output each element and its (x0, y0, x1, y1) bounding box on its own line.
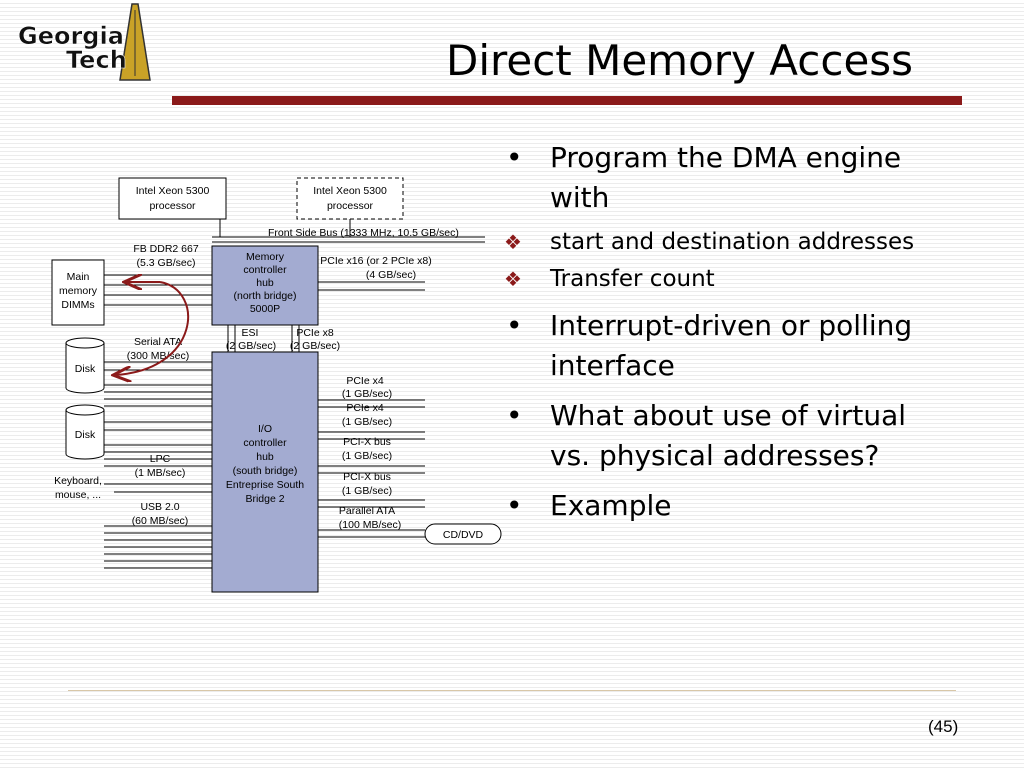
ioh-line6: Bridge 2 (245, 493, 284, 505)
bullet-marker: • (506, 141, 523, 174)
dma-transfer-arrow (115, 281, 190, 375)
georgia-tech-logo: Georgia Tech (18, 3, 151, 81)
bullet-2: • Interrupt-driven or polling interface (500, 306, 920, 386)
diamond-bullet-icon: ❖ (504, 267, 522, 291)
pata-line2: (100 MB/sec) (339, 519, 401, 531)
cpu1-line2: processor (149, 200, 196, 212)
cpu-box-1 (118, 177, 227, 220)
cpu1-line1: Intel Xeon 5300 (136, 185, 210, 197)
cddvd-label: CD/DVD (443, 529, 484, 541)
dimms-box (51, 259, 105, 326)
pcie8-line1: PCIe x8 (296, 327, 334, 339)
bullet-1: • Program the DMA engine with (500, 138, 920, 218)
disk2-label: Disk (75, 429, 96, 441)
mch-line2: controller (243, 264, 287, 276)
sata-line2: (300 MB/sec) (127, 350, 189, 362)
ioh-line2: controller (243, 437, 287, 449)
bullet-2-text: Interrupt-driven or polling interface (550, 309, 913, 382)
cpu2-line1: Intel Xeon 5300 (313, 185, 387, 197)
footer-divider (68, 690, 956, 691)
dimms-line2: memory (59, 285, 98, 297)
pcie4a-line1: PCIe x4 (346, 375, 384, 387)
sata-line1: Serial ATA (134, 336, 182, 348)
diamond-bullet-icon: ❖ (504, 230, 522, 254)
ioh-box (211, 351, 319, 593)
sub-bullet-2-text: Transfer count (550, 266, 715, 292)
sub-bullet-1-text: start and destination addresses (550, 229, 915, 255)
bullet-marker: • (506, 399, 523, 432)
usb-line2: (60 MB/sec) (132, 515, 189, 527)
bullet-1-text: Program the DMA engine with (550, 141, 902, 214)
mch-line3: hub (256, 277, 274, 289)
ioh-line4: (south bridge) (233, 465, 298, 477)
disk-icon-1 (65, 337, 105, 394)
lpc-line2: (1 MB/sec) (135, 467, 186, 479)
sub-bullet-1: ❖ start and destination addresses (450, 226, 920, 259)
fbddr-line1: FB DDR2 667 (133, 243, 199, 255)
cddvd-box (424, 523, 502, 545)
bullet-marker: • (506, 489, 523, 522)
pcie8-line2: (2 GB/sec) (290, 340, 340, 352)
pcie4b-line1: PCIe x4 (346, 402, 384, 414)
dimms-line1: Main (67, 271, 90, 283)
logo-line1: Georgia (18, 22, 124, 50)
pcix2-line2: (1 GB/sec) (342, 485, 392, 497)
esi-line2: (2 GB/sec) (226, 340, 276, 352)
pcie16-line1: PCIe x16 (or 2 PCIe x8) (320, 255, 431, 267)
disk1-label: Disk (75, 363, 96, 375)
slide-title: Direct Memory Access (446, 36, 914, 85)
lpc-line1: LPC (150, 453, 171, 465)
fsb-label: Front Side Bus (1333 MHz, 10.5 GB/sec) (268, 227, 459, 239)
mch-box (211, 245, 319, 326)
disk-icon-2 (65, 404, 105, 460)
bullet-3-text: What about use of virtual vs. physical a… (550, 399, 907, 472)
ioh-line5: Entreprise South (226, 479, 304, 491)
pata-line1: Parallel ATA (339, 505, 395, 517)
kbd-line2: mouse, ... (55, 489, 101, 501)
bullet-4-text: Example (550, 489, 672, 522)
mch-line4: (north bridge) (233, 290, 296, 302)
bullet-4: • Example (500, 486, 920, 526)
chipset-diagram: Intel Xeon 5300 processor Intel Xeon 530… (51, 177, 502, 593)
pcix1-line2: (1 GB/sec) (342, 450, 392, 462)
logo-line2: Tech (66, 46, 127, 74)
pcix2-line1: PCI-X bus (343, 471, 391, 483)
mch-line1: Memory (246, 251, 285, 263)
title-underline (172, 96, 962, 105)
cpu2-line2: processor (327, 200, 374, 212)
kbd-line1: Keyboard, (54, 475, 102, 487)
cpu-box-2 (296, 177, 404, 220)
bullet-3: • What about use of virtual vs. physical… (500, 396, 920, 476)
esi-line1: ESI (242, 327, 259, 339)
pcie4b-line2: (1 GB/sec) (342, 416, 392, 428)
page-number: (45) (928, 717, 959, 736)
bullet-1-sublist: ❖ start and destination addresses ❖ Tran… (500, 226, 920, 296)
pcie4a-line2: (1 GB/sec) (342, 388, 392, 400)
bullet-marker: • (506, 309, 523, 342)
bullet-list: • Program the DMA engine with ❖ start an… (500, 138, 920, 536)
usb-line1: USB 2.0 (140, 501, 179, 513)
pcie16-line2: (4 GB/sec) (366, 269, 416, 281)
fbddr-line2: (5.3 GB/sec) (137, 257, 196, 269)
pcix1-line1: PCI-X bus (343, 436, 391, 448)
ioh-line1: I/O (258, 423, 272, 435)
dimms-line3: DIMMs (61, 299, 94, 311)
sub-bullet-2: ❖ Transfer count (450, 263, 920, 296)
ioh-line3: hub (256, 451, 274, 463)
mch-line5: 5000P (250, 303, 280, 315)
